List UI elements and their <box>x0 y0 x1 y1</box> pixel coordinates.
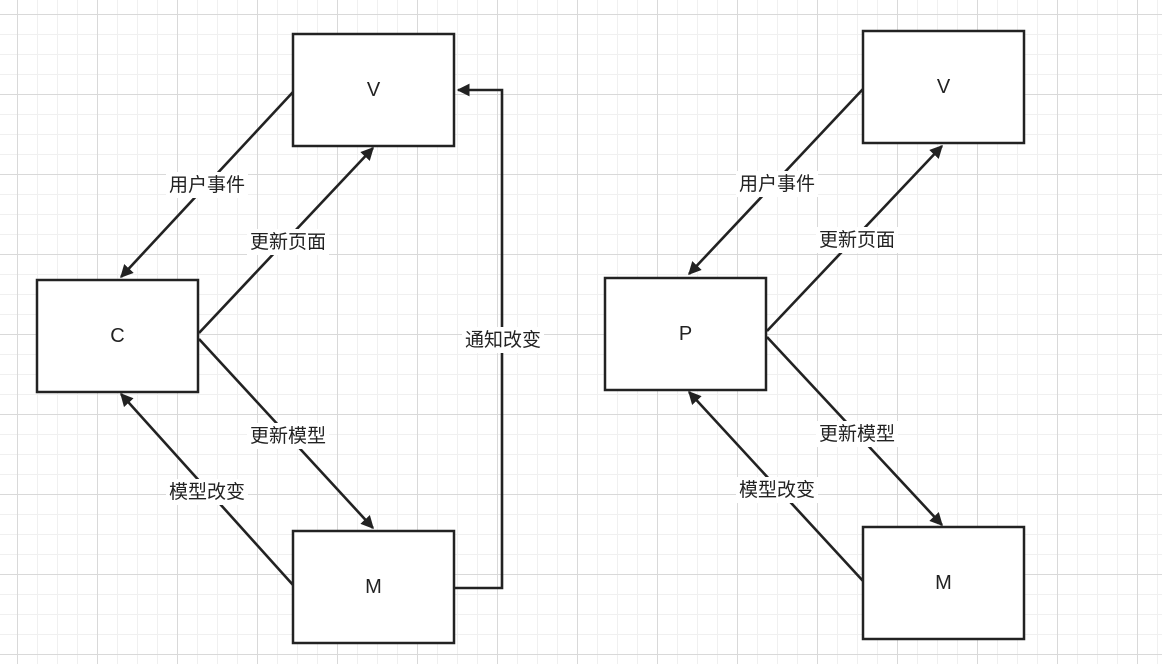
mvp-model-node: M <box>861 525 1026 641</box>
mvc-label-update-page: 更新页面 <box>246 229 330 255</box>
mvp-label-user-event: 用户事件 <box>735 171 819 197</box>
mvc-label-model-change: 模型改变 <box>165 479 249 505</box>
mvc-label-user-event: 用户事件 <box>165 172 249 198</box>
mvp-view-node: V <box>861 29 1026 145</box>
mvc-controller-label: C <box>110 325 124 347</box>
mvc-controller-node: C <box>35 278 200 394</box>
mvp-label-update-page: 更新页面 <box>815 227 899 253</box>
mvc-label-update-model: 更新模型 <box>246 423 330 449</box>
mvc-view-label: V <box>367 79 381 101</box>
mvp-label-model-change: 模型改变 <box>735 477 819 503</box>
mvp-view-label: V <box>937 76 951 98</box>
mvc-label-notify-change: 通知改变 <box>461 327 545 353</box>
mvc-model-node: M <box>291 529 456 645</box>
mvp-presenter-node: P <box>603 276 768 392</box>
mvp-model-label: M <box>935 572 952 594</box>
mvp-label-update-model: 更新模型 <box>815 421 899 447</box>
mvc-view-node: V <box>291 32 456 148</box>
mvp-presenter-label: P <box>679 323 692 345</box>
mvc-model-label: M <box>365 576 382 598</box>
